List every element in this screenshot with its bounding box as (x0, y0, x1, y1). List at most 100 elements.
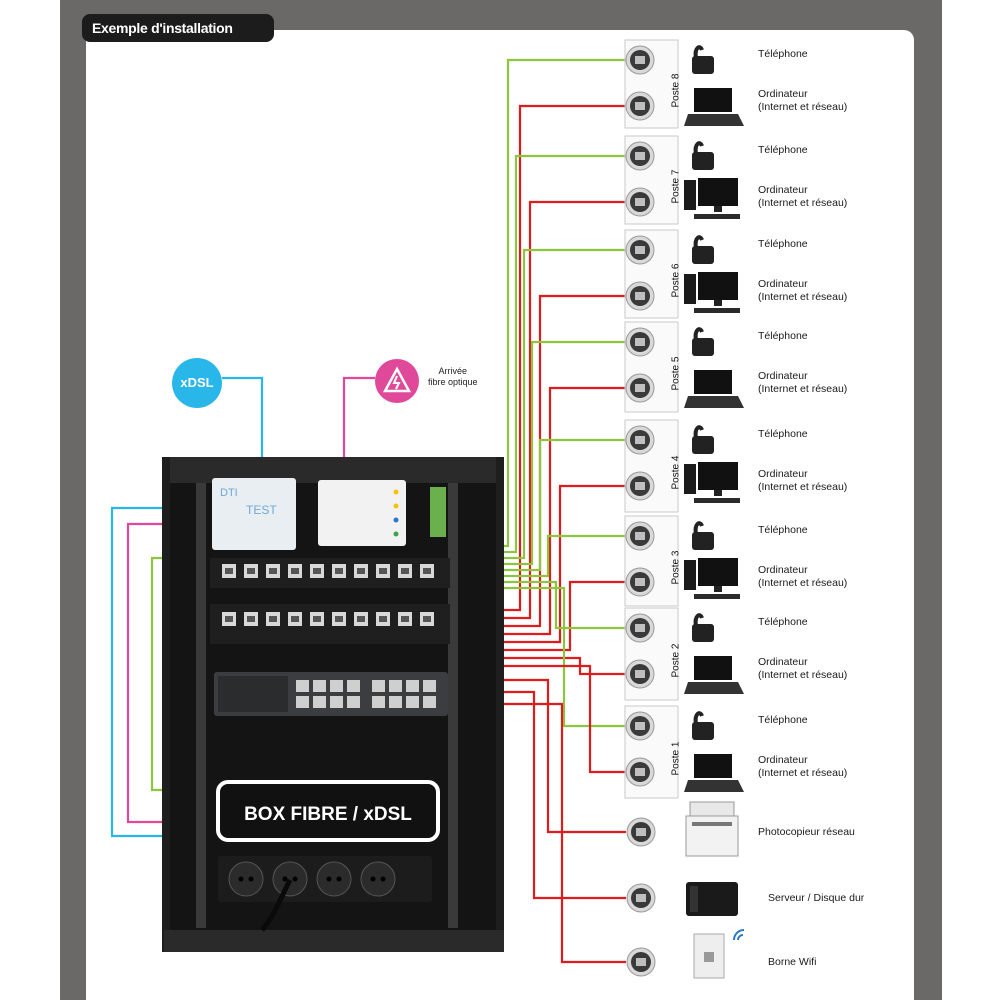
red-cable-poste-4 (460, 484, 626, 644)
green-cable-poste-1 (460, 586, 626, 728)
desktop-computer-icon (684, 178, 740, 219)
switch-port (313, 680, 326, 692)
computer-label: Ordinateur (758, 564, 808, 576)
phone-label: Téléphone (758, 48, 808, 60)
poste-label: Poste 4 (670, 455, 682, 490)
poste-label: Poste 1 (670, 741, 682, 776)
peripheral-socket (626, 947, 656, 977)
fiber-pto-module (318, 480, 406, 546)
peripheral-socket (626, 817, 656, 847)
patch-panel-top (210, 558, 450, 588)
phone-label: Téléphone (758, 524, 808, 536)
laptop-icon (684, 656, 744, 694)
switch-port (372, 680, 385, 692)
laptop-icon (684, 370, 744, 408)
poste-label: Poste 3 (670, 550, 682, 585)
phone-icon (692, 45, 714, 74)
peripheral-label: Borne Wifi (768, 956, 817, 968)
switch-port (372, 696, 385, 708)
computer-sublabel: (Internet et réseau) (758, 577, 848, 589)
poste-label: Poste 7 (670, 169, 682, 204)
switch-port (313, 696, 326, 708)
fiber-cable (342, 376, 375, 478)
poste-panel-4 (624, 419, 740, 513)
box-fibre-xdsl-label: BOX FIBRE / xDSL (216, 780, 440, 842)
switch-port (389, 696, 402, 708)
power-socket (228, 861, 264, 897)
switch-port (296, 680, 309, 692)
phone-socket (625, 141, 655, 171)
power-socket (272, 861, 308, 897)
poste-panel-8 (624, 39, 744, 129)
poste-panel-7 (624, 135, 740, 225)
computer-socket (625, 281, 655, 311)
switch-port (423, 696, 436, 708)
peripheral-label: Serveur / Disque dur (768, 892, 865, 904)
power-socket (360, 861, 396, 897)
computer-label: Ordinateur (758, 468, 808, 480)
computer-socket (625, 757, 655, 787)
phone-label: Téléphone (758, 238, 808, 250)
phone-icon (692, 327, 714, 356)
terminal-block (430, 487, 446, 537)
fiber-label-line1: Arrivée (438, 366, 468, 376)
postes-group (624, 39, 744, 799)
poste-label: Poste 2 (670, 643, 682, 678)
desktop-computer-icon (684, 462, 740, 503)
computer-label: Ordinateur (758, 88, 808, 100)
phone-socket (625, 235, 655, 265)
computer-label: Ordinateur (758, 754, 808, 766)
phone-socket (625, 521, 655, 551)
phone-label: Téléphone (758, 144, 808, 156)
poste-panel-1 (624, 705, 744, 799)
switch-port (296, 696, 309, 708)
nas-icon (686, 882, 738, 916)
red-cable-peripheral (460, 702, 626, 964)
desktop-computer-icon (684, 272, 740, 313)
phone-icon (692, 711, 714, 740)
switch-port (347, 696, 360, 708)
computer-label: Ordinateur (758, 370, 808, 382)
computer-label: Ordinateur (758, 278, 808, 290)
computer-sublabel: (Internet et réseau) (758, 481, 848, 493)
dti-test-text: TEST (246, 503, 277, 517)
phone-socket (625, 711, 655, 741)
red-cable-poste-3 (460, 580, 626, 652)
computer-sublabel: (Internet et réseau) (758, 669, 848, 681)
poste-panel-6 (624, 229, 740, 319)
power-strip (218, 856, 432, 932)
computer-socket (625, 471, 655, 501)
power-socket (316, 861, 352, 897)
phone-socket (625, 613, 655, 643)
switch-port (330, 696, 343, 708)
fiber-label-line2: fibre optique (428, 377, 478, 387)
phone-label: Téléphone (758, 714, 808, 726)
network-switch (214, 672, 448, 716)
computer-sublabel: (Internet et réseau) (758, 767, 848, 779)
green-cable-poste-2 (460, 580, 626, 630)
computer-label: Ordinateur (758, 656, 808, 668)
red-cable-poste-1 (460, 664, 626, 774)
switch-port (423, 680, 436, 692)
computer-socket (625, 91, 655, 121)
fiber-arrival-label: Arrivée fibre optique (428, 366, 478, 388)
computer-sublabel: (Internet et réseau) (758, 101, 848, 113)
copier-icon (685, 801, 739, 857)
page-title: Exemple d'installation (82, 14, 274, 42)
peripheral-socket (626, 883, 656, 913)
phone-icon (692, 235, 714, 264)
computer-socket (625, 659, 655, 689)
switch-port (406, 680, 419, 692)
poste-panel-3 (624, 515, 740, 607)
computer-sublabel: (Internet et réseau) (758, 197, 848, 209)
phone-icon (692, 613, 714, 642)
desktop-computer-icon (684, 558, 740, 599)
patch-panel-bottom (210, 604, 450, 644)
phone-icon (692, 425, 714, 454)
fiber-arrival-badge (375, 359, 419, 403)
computer-sublabel: (Internet et réseau) (758, 383, 848, 395)
computer-socket (625, 567, 655, 597)
computer-sublabel: (Internet et réseau) (758, 291, 848, 303)
poste-label: Poste 8 (670, 73, 682, 108)
poste-panel-5 (624, 321, 744, 413)
